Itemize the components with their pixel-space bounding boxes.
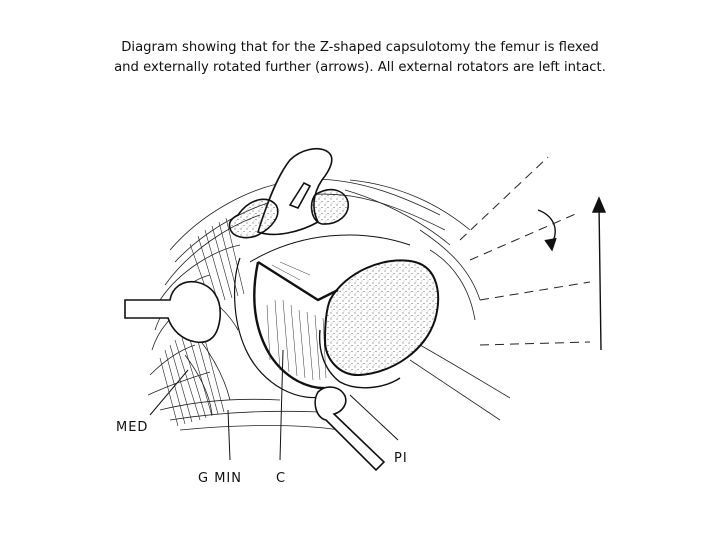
rotation-arrow: [537, 209, 557, 252]
lower-retractor: [314, 386, 386, 472]
guide-lines: [459, 156, 591, 346]
z-incision: [257, 260, 339, 302]
label-c: C: [276, 471, 286, 486]
figure-caption: Diagram showing that for the Z-shaped ca…: [114, 40, 606, 75]
label-gmin: G MIN: [198, 471, 242, 486]
label-med: MED: [116, 420, 148, 435]
leader-lines: [149, 349, 399, 461]
gmin-leader: [227, 409, 231, 461]
pi-leader: [349, 394, 399, 441]
capsule-shading: [266, 261, 327, 381]
c-leader: [279, 349, 284, 461]
left-retractor: [124, 280, 221, 344]
flexion-arrow: [591, 196, 607, 351]
upper-retractor: [228, 148, 349, 239]
med-leader: [149, 369, 189, 416]
label-pi: PI: [394, 451, 408, 466]
capsule-outline: [234, 234, 411, 399]
medial-muscle-hatching: [159, 217, 245, 427]
femoral-head: [318, 259, 440, 389]
